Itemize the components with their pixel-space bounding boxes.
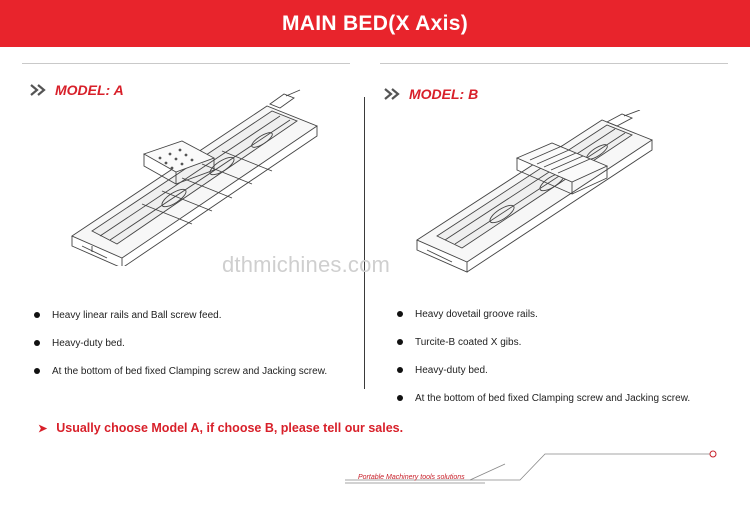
- list-item: Heavy linear rails and Ball screw feed.: [34, 310, 327, 338]
- model-b-label: MODEL: B: [409, 86, 479, 102]
- section-rule-right: [380, 63, 728, 64]
- model-a-heading: MODEL: A: [30, 82, 124, 98]
- list-item: Heavy-duty bed.: [34, 338, 327, 366]
- bullet-icon: [34, 368, 40, 374]
- page-title: MAIN BED(X Axis): [281, 11, 469, 35]
- bullet-icon: [397, 395, 403, 401]
- list-item: Heavy-duty bed.: [397, 365, 690, 393]
- feature-text: Heavy dovetail groove rails.: [415, 309, 538, 320]
- column-divider: [364, 97, 365, 389]
- section-rule-left: [22, 63, 350, 64]
- model-b-heading: MODEL: B: [384, 86, 478, 102]
- bullet-icon: [34, 340, 40, 346]
- watermark-text: dthmichines.com: [222, 252, 391, 277]
- model-a-bed-illustration: [71, 89, 318, 266]
- bullet-icon: [397, 339, 403, 345]
- footer-tagline: Portable Machinery tools solutions: [358, 474, 465, 481]
- feature-text: At the bottom of bed fixed Clamping scre…: [52, 366, 328, 377]
- footer-line-decoration: [345, 450, 717, 484]
- bullet-icon: [397, 367, 403, 373]
- bullet-icon: [34, 312, 40, 318]
- list-item: At the bottom of bed fixed Clamping scre…: [397, 393, 690, 421]
- list-item: Heavy dovetail groove rails.: [397, 309, 690, 337]
- feature-text: Turcite-B coated X gibs.: [415, 337, 522, 348]
- sales-note: ➤ Usually choose Model A, if choose B, p…: [38, 421, 403, 435]
- model-a-feature-list: Heavy linear rails and Ball screw feed. …: [34, 310, 327, 394]
- double-chevron-icon: [384, 88, 400, 100]
- double-chevron-icon: [30, 84, 46, 96]
- model-b-feature-list: Heavy dovetail groove rails. Turcite-B c…: [397, 309, 690, 421]
- list-item: At the bottom of bed fixed Clamping scre…: [34, 366, 327, 394]
- feature-text: Heavy linear rails and Ball screw feed.: [52, 310, 222, 321]
- sales-note-text: Usually choose Model A, if choose B, ple…: [56, 421, 404, 435]
- end-circle-icon: [709, 450, 717, 458]
- feature-text: Heavy-duty bed.: [415, 365, 488, 376]
- arrow-right-icon: ➤: [38, 422, 48, 435]
- list-item: Turcite-B coated X gibs.: [397, 337, 690, 365]
- model-b-bed-illustration: [416, 110, 653, 273]
- feature-text: Heavy-duty bed.: [52, 338, 125, 349]
- bullet-icon: [397, 311, 403, 317]
- model-a-label: MODEL: A: [55, 82, 124, 98]
- feature-text: At the bottom of bed fixed Clamping scre…: [415, 393, 691, 404]
- header-banner: MAIN BED(X Axis): [0, 0, 750, 47]
